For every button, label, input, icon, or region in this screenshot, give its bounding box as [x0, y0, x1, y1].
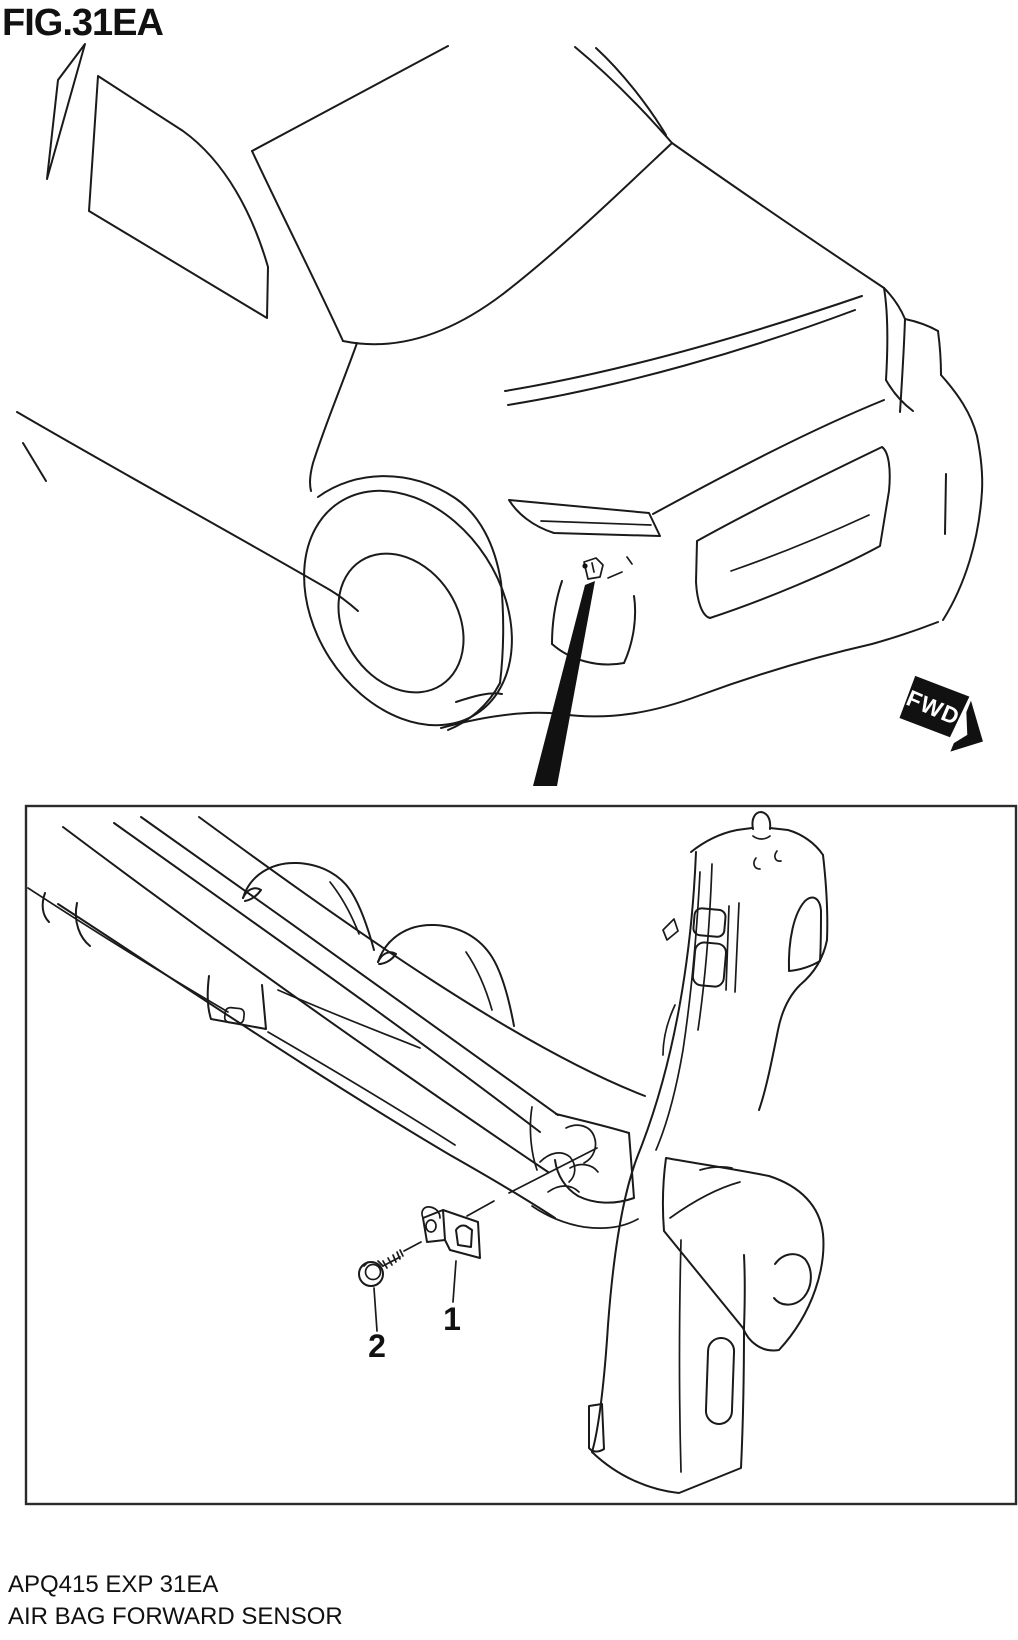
fwd-banner: [899, 675, 970, 738]
part-2-bolt: [358, 1249, 404, 1287]
left-headlight: [508, 499, 661, 537]
windshield: [251, 45, 449, 152]
footer-part-code: APQ415 EXP 31EA: [8, 1571, 219, 1598]
figure-title: FIG.31EA: [2, 2, 164, 44]
hood-lines: [504, 295, 863, 392]
grille: [652, 399, 891, 619]
front-wheel: [303, 475, 513, 727]
car-front-line-art: [16, 43, 984, 731]
callout-wedge-pointer: [533, 581, 595, 786]
callout-2: 2: [368, 1287, 386, 1364]
part-1-sensor-bracket: [421, 1206, 481, 1259]
rear-quarter-window: [46, 43, 86, 180]
detail-box-frame: [24, 804, 1018, 1506]
beam-bracket-hump-1: [242, 861, 375, 951]
pillar-arch-opening: [787, 896, 822, 972]
sensor-location-pocket: [551, 556, 637, 666]
callout-2-leader: [373, 1287, 378, 1332]
support-pillar: [588, 811, 829, 1494]
pillar-lower-leg: [588, 1239, 746, 1494]
wheel-arch: [317, 475, 505, 684]
sensor-location-marker: [582, 557, 604, 580]
rocker-line: [16, 411, 359, 612]
footer-part-description: AIR BAG FORWARD SENSOR: [8, 1603, 343, 1630]
sensor-mounting-pocket: [529, 1106, 635, 1204]
pillar-side-bracket: [661, 1157, 825, 1352]
callout-1-label: 1: [443, 1301, 461, 1337]
beam-bracket-hump-2: [377, 923, 515, 1027]
beltline: [671, 142, 885, 289]
door-window: [88, 75, 269, 319]
assembly-leader-line: [403, 1147, 598, 1252]
a-pillar: [574, 46, 673, 144]
callout-1: 1: [443, 1260, 461, 1337]
callout-2-label: 2: [368, 1328, 386, 1364]
callout-1-leader: [452, 1260, 457, 1303]
front-bumper: [440, 621, 939, 731]
beam-lower-tab: [206, 975, 267, 1030]
fwd-direction-icon: FWD: [899, 675, 983, 752]
right-headlight: [883, 287, 984, 621]
radiator-support-beam: [27, 816, 646, 1229]
